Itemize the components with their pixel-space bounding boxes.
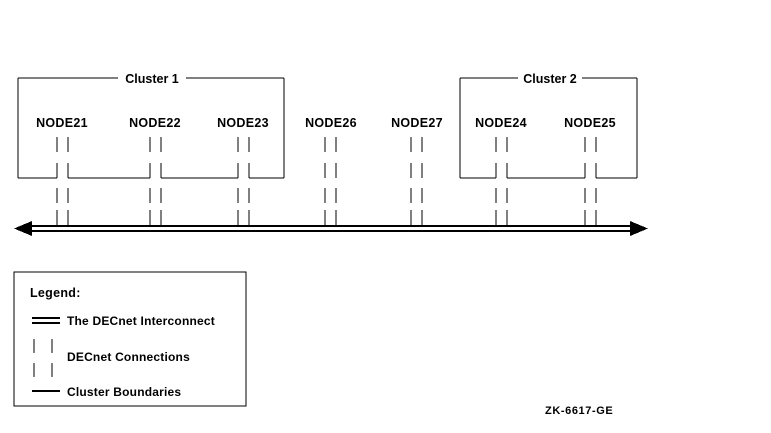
figure-id-label: ZK-6617-GE (545, 405, 614, 417)
vertical-tick-pairs-icon (33, 339, 53, 377)
connections-node24 (495, 137, 508, 226)
connections-node27 (410, 137, 423, 226)
interconnect-arrowhead-left (14, 221, 32, 236)
node-label-node23: NODE23 (217, 116, 269, 130)
node-label-node26: NODE26 (305, 116, 357, 130)
legend-label-connections: DECnet Connections (67, 350, 190, 364)
legend-item-connections: DECnet Connections (33, 339, 190, 377)
decnet-interconnect-bus (14, 221, 648, 236)
connections-node26 (324, 137, 337, 226)
node-label-node22: NODE22 (129, 116, 181, 130)
legend-item-interconnect: The DECnet Interconnect (32, 314, 215, 328)
node-label-node27: NODE27 (391, 116, 443, 130)
node-label-node21: NODE21 (36, 116, 88, 130)
cluster-boxes: Cluster 1 Cluster 2 (17, 72, 638, 179)
legend-panel: Legend: The DECnet Interconnect DECnet C… (13, 271, 247, 407)
legend-title: Legend: (30, 286, 81, 300)
connections-node23 (237, 137, 250, 226)
node-labels: NODE21 NODE22 NODE23 NODE26 NODE27 NODE2… (36, 116, 616, 130)
interconnect-arrowhead-right (630, 221, 648, 236)
double-line-icon (32, 317, 60, 324)
legend-item-boundaries: Cluster Boundaries (32, 385, 181, 399)
legend-box (13, 271, 247, 407)
connections-node25 (584, 137, 597, 226)
cluster-2-label: Cluster 2 (523, 72, 577, 86)
cluster-box-cluster-2: Cluster 2 (459, 72, 638, 179)
legend-label-boundaries: Cluster Boundaries (67, 385, 181, 399)
connections-node22 (149, 137, 162, 226)
node-label-node24: NODE24 (475, 116, 527, 130)
node-label-node25: NODE25 (564, 116, 616, 130)
cluster-box-cluster-1: Cluster 1 (17, 72, 285, 179)
cluster-1-label: Cluster 1 (125, 72, 179, 86)
connections-node21 (56, 137, 69, 226)
legend-label-interconnect: The DECnet Interconnect (67, 314, 215, 328)
